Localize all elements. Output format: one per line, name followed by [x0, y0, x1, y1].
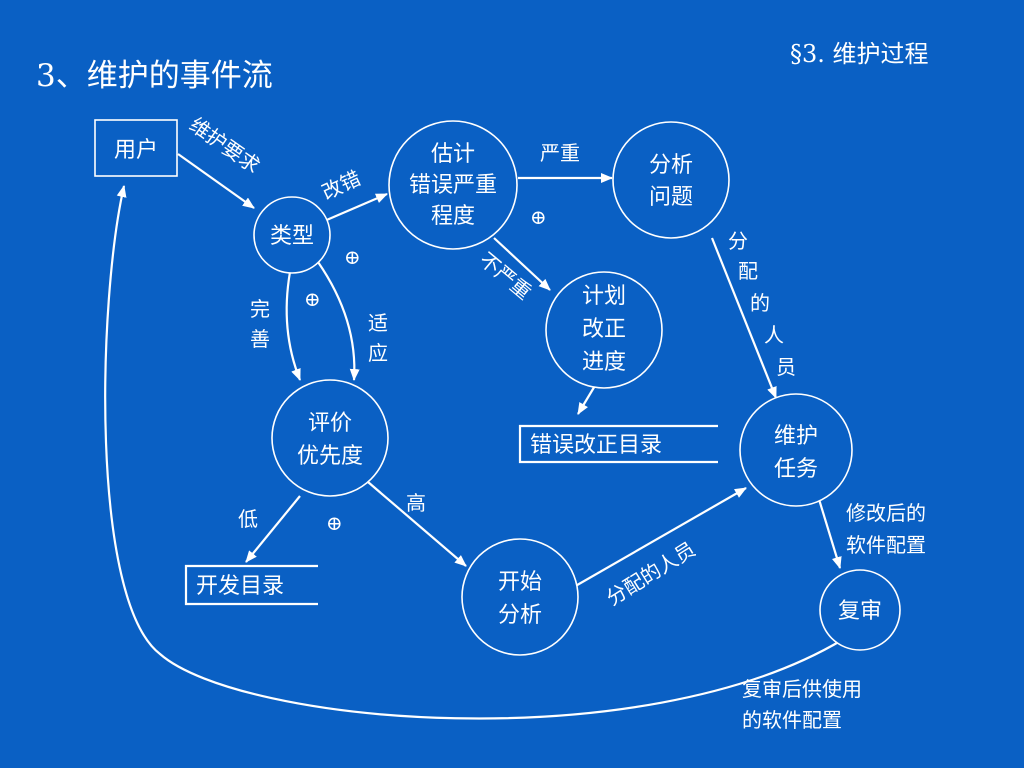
- node-start-line-1: 开始: [498, 570, 542, 595]
- node-user: 用户: [94, 119, 178, 177]
- edge-type-estimate: [321, 192, 388, 224]
- node-estimate-line-2: 错误严重: [409, 173, 497, 198]
- edge-type-evaluate-adapt: [317, 261, 360, 381]
- datastore-dev-catalog-label: 开发目录: [196, 574, 284, 599]
- label-adapt-1: 适: [368, 311, 388, 335]
- node-estimate-circle: [388, 120, 518, 250]
- node-plan-line-2: 改正: [582, 317, 626, 342]
- label-modified-2: 软件配置: [846, 533, 926, 557]
- join-symbol-estimate: ⊕: [530, 205, 547, 229]
- node-task: 维护 任务: [739, 393, 853, 507]
- join-symbol-evaluate: ⊕: [326, 511, 343, 535]
- node-task-line-2: 任务: [774, 457, 818, 482]
- node-evaluate-line-1: 评价: [308, 411, 352, 436]
- datastore-error-catalog-frame: [518, 424, 718, 464]
- label-severe: 严重: [540, 141, 580, 165]
- node-estimate-line-1: 估计: [431, 142, 475, 167]
- node-start-line-2: 分析: [498, 603, 542, 628]
- node-type-circle: [253, 196, 331, 274]
- edge-type-evaluate-perfect: [285, 271, 302, 381]
- label-assigned: 分配的人员: [602, 537, 700, 610]
- node-analyze: 分析 问题: [612, 121, 730, 239]
- datastore-error-catalog-label: 错误改正目录: [530, 433, 662, 458]
- edge-plan-catalog: [577, 383, 597, 415]
- label-modified-1: 修改后的: [846, 501, 926, 525]
- node-evaluate-line-2: 优先度: [297, 444, 363, 469]
- label-perfect-2: 善: [250, 327, 270, 351]
- edge-review-user: [104, 185, 843, 720]
- node-task-circle: [739, 393, 853, 507]
- node-evaluate: 评价 优先度: [271, 379, 389, 497]
- edge-start-task: [571, 487, 747, 589]
- section-label: §3. 维护过程: [790, 40, 929, 68]
- node-user-box: [94, 119, 178, 177]
- edge-evaluate-devcatalog: [245, 495, 301, 563]
- node-review-circle: [819, 569, 901, 651]
- datastore-error-catalog: 错误改正目录: [518, 424, 718, 464]
- node-plan: 计划 改正 进度: [545, 271, 663, 389]
- node-review-label: 复审: [838, 599, 882, 624]
- label-reviewed-2: 的软件配置: [742, 708, 842, 732]
- page-title: 3、维护的事件流: [36, 58, 273, 94]
- node-type-label: 类型: [270, 224, 314, 249]
- datastore-dev-catalog: 开发目录: [184, 564, 318, 606]
- node-type: 类型: [253, 196, 331, 274]
- label-fix: 改错: [318, 166, 364, 205]
- join-symbols: ⊕ ⊕ ⊕ ⊕: [304, 205, 547, 535]
- node-plan-circle: [545, 271, 663, 389]
- node-estimate-line-3: 程度: [431, 204, 475, 229]
- edges: [104, 153, 843, 720]
- join-symbol-type: ⊕: [344, 245, 361, 269]
- edge-task-review: [816, 495, 842, 569]
- node-plan-line-3: 进度: [582, 350, 626, 375]
- label-perfect-1: 完: [250, 297, 270, 321]
- edge-evaluate-start: [367, 481, 467, 567]
- label-assigned-v1: 分: [728, 229, 748, 253]
- label-assigned-v5: 员: [776, 355, 796, 379]
- datastore-dev-catalog-frame: [184, 564, 318, 606]
- label-high: 高: [406, 491, 426, 515]
- node-analyze-line-2: 问题: [649, 185, 693, 210]
- label-low: 低: [238, 507, 258, 531]
- node-plan-line-1: 计划: [582, 284, 626, 309]
- node-analyze-circle: [612, 121, 730, 239]
- node-start-circle: [461, 538, 579, 656]
- join-symbol-perfect: ⊕: [304, 287, 321, 311]
- label-assigned-v3: 的: [750, 291, 770, 315]
- node-evaluate-circle: [271, 379, 389, 497]
- node-analyze-line-1: 分析: [649, 153, 693, 178]
- edge-analyze-task: [710, 237, 778, 399]
- edge-user-type: [177, 153, 255, 209]
- node-estimate: 估计 错误严重 程度: [388, 120, 518, 250]
- node-review: 复审: [819, 569, 901, 651]
- label-assigned-v4: 人: [764, 323, 784, 347]
- label-reviewed-1: 复审后供使用: [742, 677, 862, 701]
- node-user-label: 用户: [114, 138, 158, 163]
- node-start: 开始 分析: [461, 538, 579, 656]
- edge-estimate-plan: [493, 237, 551, 291]
- label-adapt-2: 应: [368, 341, 388, 365]
- label-assigned-v2: 配: [738, 259, 758, 283]
- label-not-severe: 不严重: [475, 247, 536, 304]
- node-task-line-1: 维护: [774, 424, 818, 449]
